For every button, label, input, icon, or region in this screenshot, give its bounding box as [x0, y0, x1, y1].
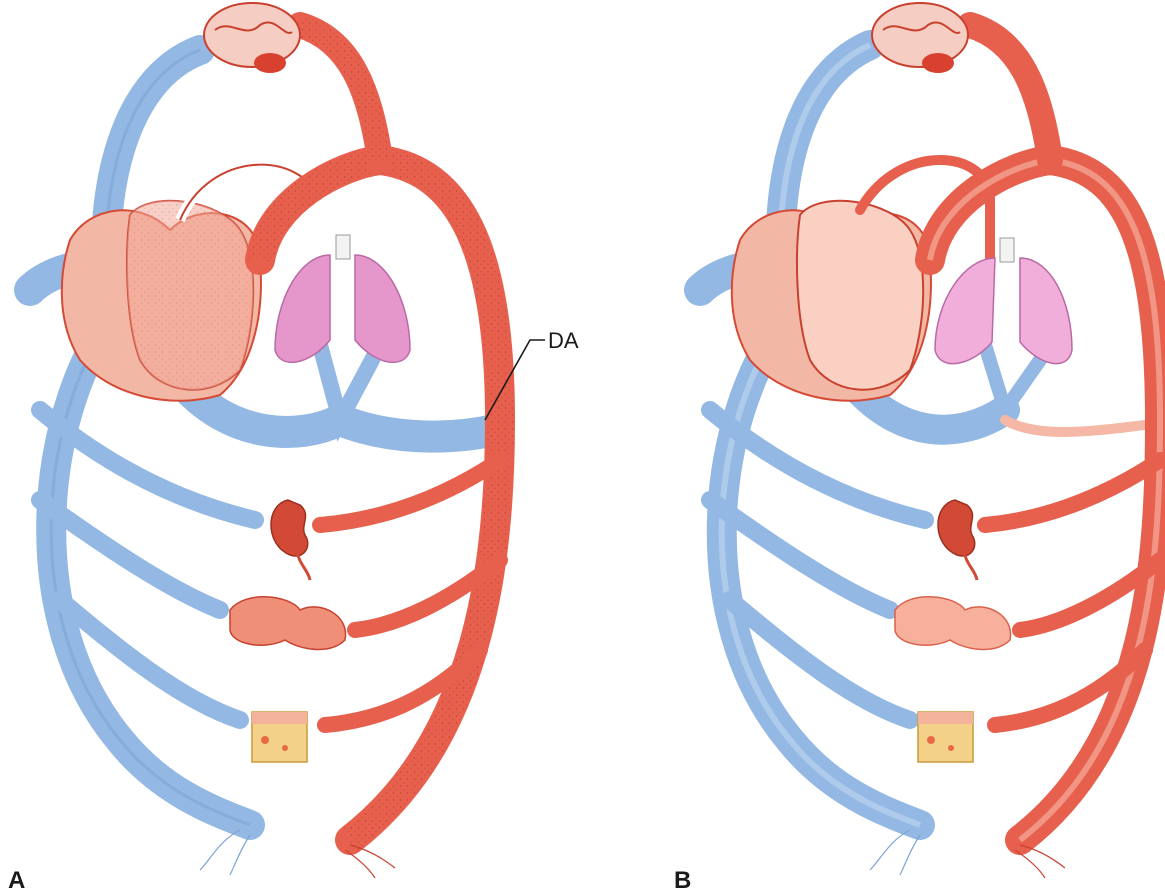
panel-a-fetal: DA A: [8, 3, 579, 892]
panel-b-label: B: [674, 867, 691, 892]
gut: [895, 597, 1011, 650]
artery-to-kidney: [320, 460, 500, 525]
panel-b-adult: B: [674, 3, 1160, 892]
skin-tissue: [918, 712, 973, 762]
kidney: [938, 500, 975, 556]
lungs: [275, 235, 410, 362]
ligamentum-arteriosum: [1005, 420, 1145, 432]
skin-tissue: [252, 712, 307, 762]
brain: [204, 3, 300, 73]
gut: [230, 597, 346, 650]
artery-to-kidney: [985, 460, 1160, 525]
panel-a-label: A: [8, 867, 25, 892]
kidney: [271, 500, 308, 556]
lungs: [935, 238, 1072, 364]
brain: [872, 3, 968, 73]
da-callout-label: DA: [548, 328, 579, 353]
carotid-artery: [970, 25, 1050, 160]
